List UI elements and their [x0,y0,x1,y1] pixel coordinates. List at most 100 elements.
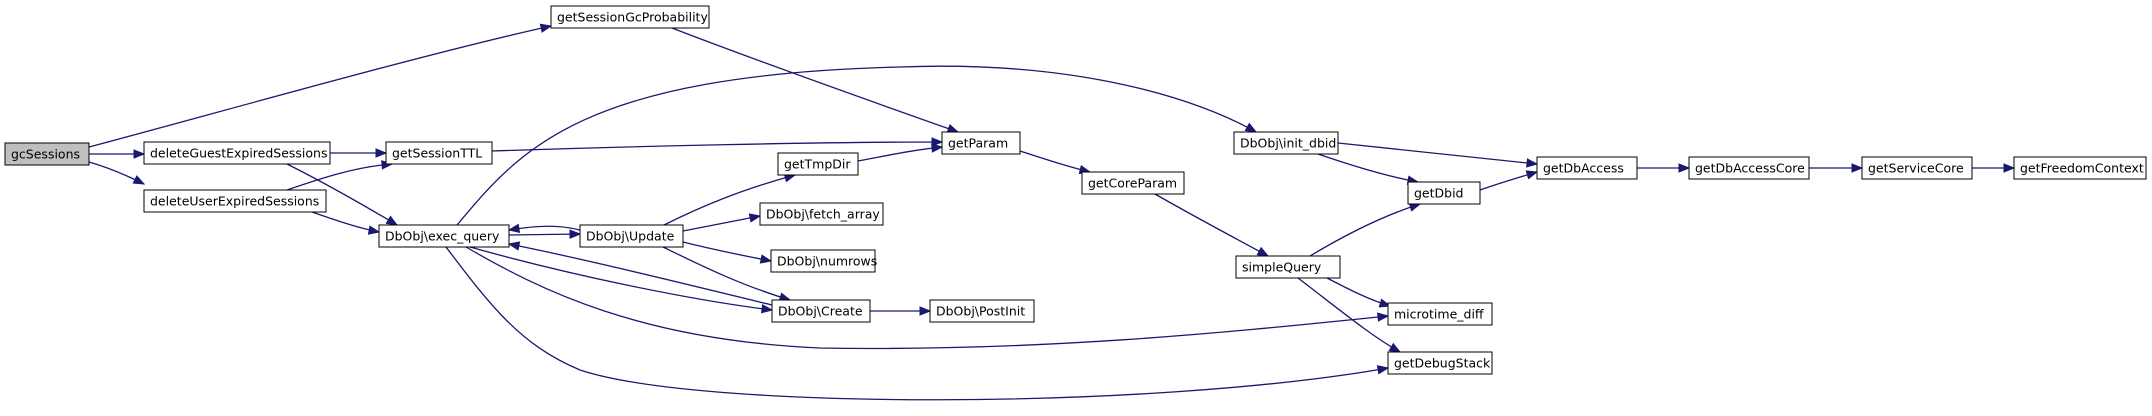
call-edge [311,211,381,235]
node-label: gcSessions [11,147,80,162]
call-edge [1637,163,1691,173]
node-label: DbObj\fetch_array [766,207,880,222]
node-label: DbObj\exec_query [385,229,500,244]
node-box [1081,171,1185,195]
node-create[interactable]: DbObj\Create [771,299,871,323]
call-edge [870,306,932,316]
node-box [1387,302,1493,326]
node-label: getFreedomContext [2020,161,2144,176]
node-box [2013,156,2147,180]
node-box [1387,351,1493,375]
node-label: getCoreParam [1088,176,1177,191]
node-get-core-param[interactable]: getCoreParam [1081,171,1185,195]
call-edge [1154,193,1270,257]
node-label: DbObj\numrows [777,254,877,269]
node-delete-user-expired-sessions[interactable]: deleteUserExpiredSessions [143,189,327,213]
node-label: DbObj\Create [778,304,863,319]
call-edge [1317,153,1420,185]
call-edge [857,143,944,162]
node-box [1688,156,1810,180]
call-edge [1809,163,1864,173]
call-edge [456,65,1258,226]
call-edge [445,246,1390,401]
node-box [385,141,493,165]
node-label: getTmpDir [784,157,851,172]
node-update[interactable]: DbObj\Update [579,224,684,248]
node-label: getSessionTTL [392,146,482,161]
node-label: getSessionGcProbability [557,10,708,25]
edges [88,23,2016,401]
call-edge [682,241,773,264]
node-box [143,189,327,213]
call-edge [682,213,762,232]
node-box [770,249,876,273]
node-box [1407,181,1481,205]
node-gc-sessions[interactable]: gcSessions [4,142,90,166]
node-get-db-access-core[interactable]: getDbAccessCore [1688,156,1810,180]
node-get-service-core[interactable]: getServiceCore [1861,156,1973,180]
node-box [759,202,884,226]
node-box [378,224,510,248]
call-edge [1479,170,1539,191]
call-edge [507,223,581,234]
node-get-freedom-context[interactable]: getFreedomContext [2013,156,2147,180]
node-get-db-access[interactable]: getDbAccess [1536,156,1638,180]
call-edge [1972,163,2016,173]
node-simple-query[interactable]: simpleQuery [1235,255,1341,279]
call-edge [1326,277,1392,308]
node-label: getDebugStack [1394,356,1491,371]
node-post-init[interactable]: DbObj\PostInit [929,299,1035,323]
node-label: getDbAccess [1543,161,1624,176]
node-delete-guest-expired-sessions[interactable]: deleteGuestExpiredSessions [143,141,331,165]
call-edge [1309,202,1422,257]
node-label: DbObj\Update [586,229,675,244]
call-edge [671,27,960,133]
node-exec-query[interactable]: DbObj\exec_query [378,224,510,248]
node-box [777,152,859,176]
node-label: simpleQuery [1242,260,1322,275]
call-edge [88,161,146,185]
node-label: DbObj\PostInit [936,304,1025,319]
nodes: gcSessions getSessionGcProbability deleteG… [4,5,2147,375]
node-box [1861,156,1973,180]
node-get-param[interactable]: getParam [941,131,1021,155]
node-label: getDbAccessCore [1695,161,1805,176]
node-label: getDbid [1414,186,1464,201]
call-edge [330,148,388,158]
call-edge [507,241,773,306]
node-box [771,299,871,323]
node-get-session-ttl[interactable]: getSessionTTL [385,141,493,165]
node-get-session-gc-probability[interactable]: getSessionGcProbability [550,5,710,29]
call-edge [286,163,399,226]
call-edge [469,246,774,314]
call-edge [662,246,792,302]
call-edge [286,160,394,191]
node-box [143,141,331,165]
node-numrows[interactable]: DbObj\numrows [770,249,877,273]
call-edge [1337,142,1539,168]
node-label: DbObj\init_dbid [1240,136,1336,151]
call-edge [88,23,553,148]
node-get-debug-stack[interactable]: getDebugStack [1387,351,1493,375]
call-edge [89,149,146,159]
node-label: getParam [948,136,1008,151]
node-box [929,299,1035,323]
node-init-dbid[interactable]: DbObj\init_dbid [1233,131,1339,155]
node-box [1536,156,1638,180]
node-box [550,5,710,29]
node-box [941,131,1021,155]
node-fetch-array[interactable]: DbObj\fetch_array [759,202,884,226]
node-label: microtime_diff [1394,307,1484,322]
node-microtime-diff[interactable]: microtime_diff [1387,302,1493,326]
node-label: deleteGuestExpiredSessions [150,146,328,161]
node-label: deleteUserExpiredSessions [150,194,319,209]
node-get-tmp-dir[interactable]: getTmpDir [777,152,859,176]
node-box [1235,255,1341,279]
call-edge [465,246,1390,350]
call-edge [1297,277,1402,353]
call-edge [491,137,944,152]
node-box [579,224,684,248]
node-get-dbid[interactable]: getDbid [1407,181,1481,205]
node-box [1233,131,1339,155]
